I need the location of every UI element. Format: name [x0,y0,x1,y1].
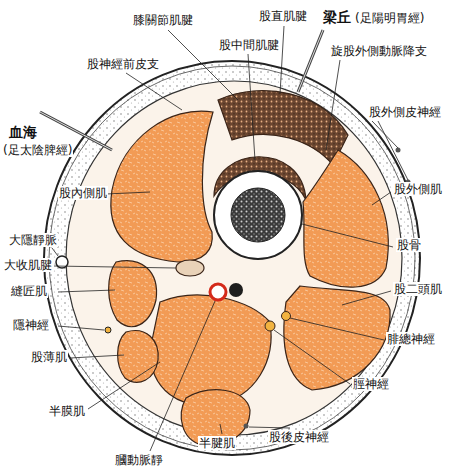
muscle-label: 半腱肌 [198,436,236,450]
tendon-label: 股直肌腱 [258,9,308,23]
leader-line [106,192,150,194]
meridian-label: (足陽明胃經) [354,11,425,25]
leader-line [150,301,215,451]
nerve-label: 股外側皮神經 [368,105,442,119]
nerve-label: 股神經前皮支 [86,57,160,71]
vessels-and-nerves [56,148,411,429]
quadriceps-tendon [218,91,348,165]
leader-line [126,73,182,110]
muscle-label: 股二頭肌 [393,282,443,296]
muscle-label: 股外側肌 [393,182,443,196]
bone-label: 股骨 [396,238,422,252]
muscle-label: 股薄肌 [30,350,68,364]
gracilis [118,331,159,383]
leader-line [58,290,115,292]
leader-line [302,224,393,247]
leader-line [248,54,255,160]
nerve-label: 脛神經 [352,377,390,391]
skin-outline [44,61,420,455]
meridian-label: (足太陰脾經) [2,143,73,157]
posterior-cutaneous-nerve [244,424,249,429]
tendon-label: 大收肌腱 [3,258,53,272]
saphenous-nerve [105,327,111,333]
leader-line [249,427,290,428]
acupuncture-needles [40,30,323,150]
tendon-label: 股中間肌腱 [218,38,280,52]
vessel-label: 大隱靜脈 [8,233,58,247]
muscles [109,91,390,446]
popliteal-vein [229,283,243,297]
leader-line [342,291,391,305]
vastus-lateralis [303,150,388,287]
lateral-cutaneous-nerve [396,148,401,153]
leader-line [326,60,340,150]
leader-line [378,121,408,180]
femur [214,171,302,259]
leader-line [290,318,384,340]
deep-fascia [66,81,402,435]
sartorius [109,261,157,327]
leader-line [372,192,391,205]
leader-line [52,248,58,256]
leader-line [58,326,104,330]
vastus-medialis [111,111,213,262]
nerve-label: 腓總神經 [386,332,436,346]
muscle-label: 股內側肌 [58,186,108,200]
skin-and-fat [44,61,420,455]
leader-lines [52,26,408,451]
vessel-label: 旋股外側動脈降支 [330,44,428,58]
leader-line [220,424,222,434]
muscle-label: 縫匠肌 [10,284,48,298]
muscle-label: 半膜肌 [48,404,86,418]
popliteal-artery [210,284,226,300]
common-peroneal-nerve [282,312,291,321]
vessel-label: 膕動脈靜 [114,453,164,467]
leader-line [274,330,350,384]
leader-line [280,26,284,94]
leader-line [88,362,160,409]
femur-cortex [214,171,302,259]
tendon-label: 膝關節肌腱 [132,13,194,27]
femur-marrow [231,188,285,242]
nerve-label: 隱神經 [12,318,50,332]
dermis-line [49,66,415,450]
acupoint-label: 梁丘 [322,9,352,25]
nerve-label: 股後皮神經 [268,430,330,444]
leader-line [54,266,176,268]
leader-line [70,355,124,358]
adductor-magnus-tendon [176,260,204,276]
needle-shine [298,30,323,92]
acupoint-label: 血海 [8,124,38,140]
tibial-nerve [265,321,275,331]
needle-liangqiu [298,30,323,92]
